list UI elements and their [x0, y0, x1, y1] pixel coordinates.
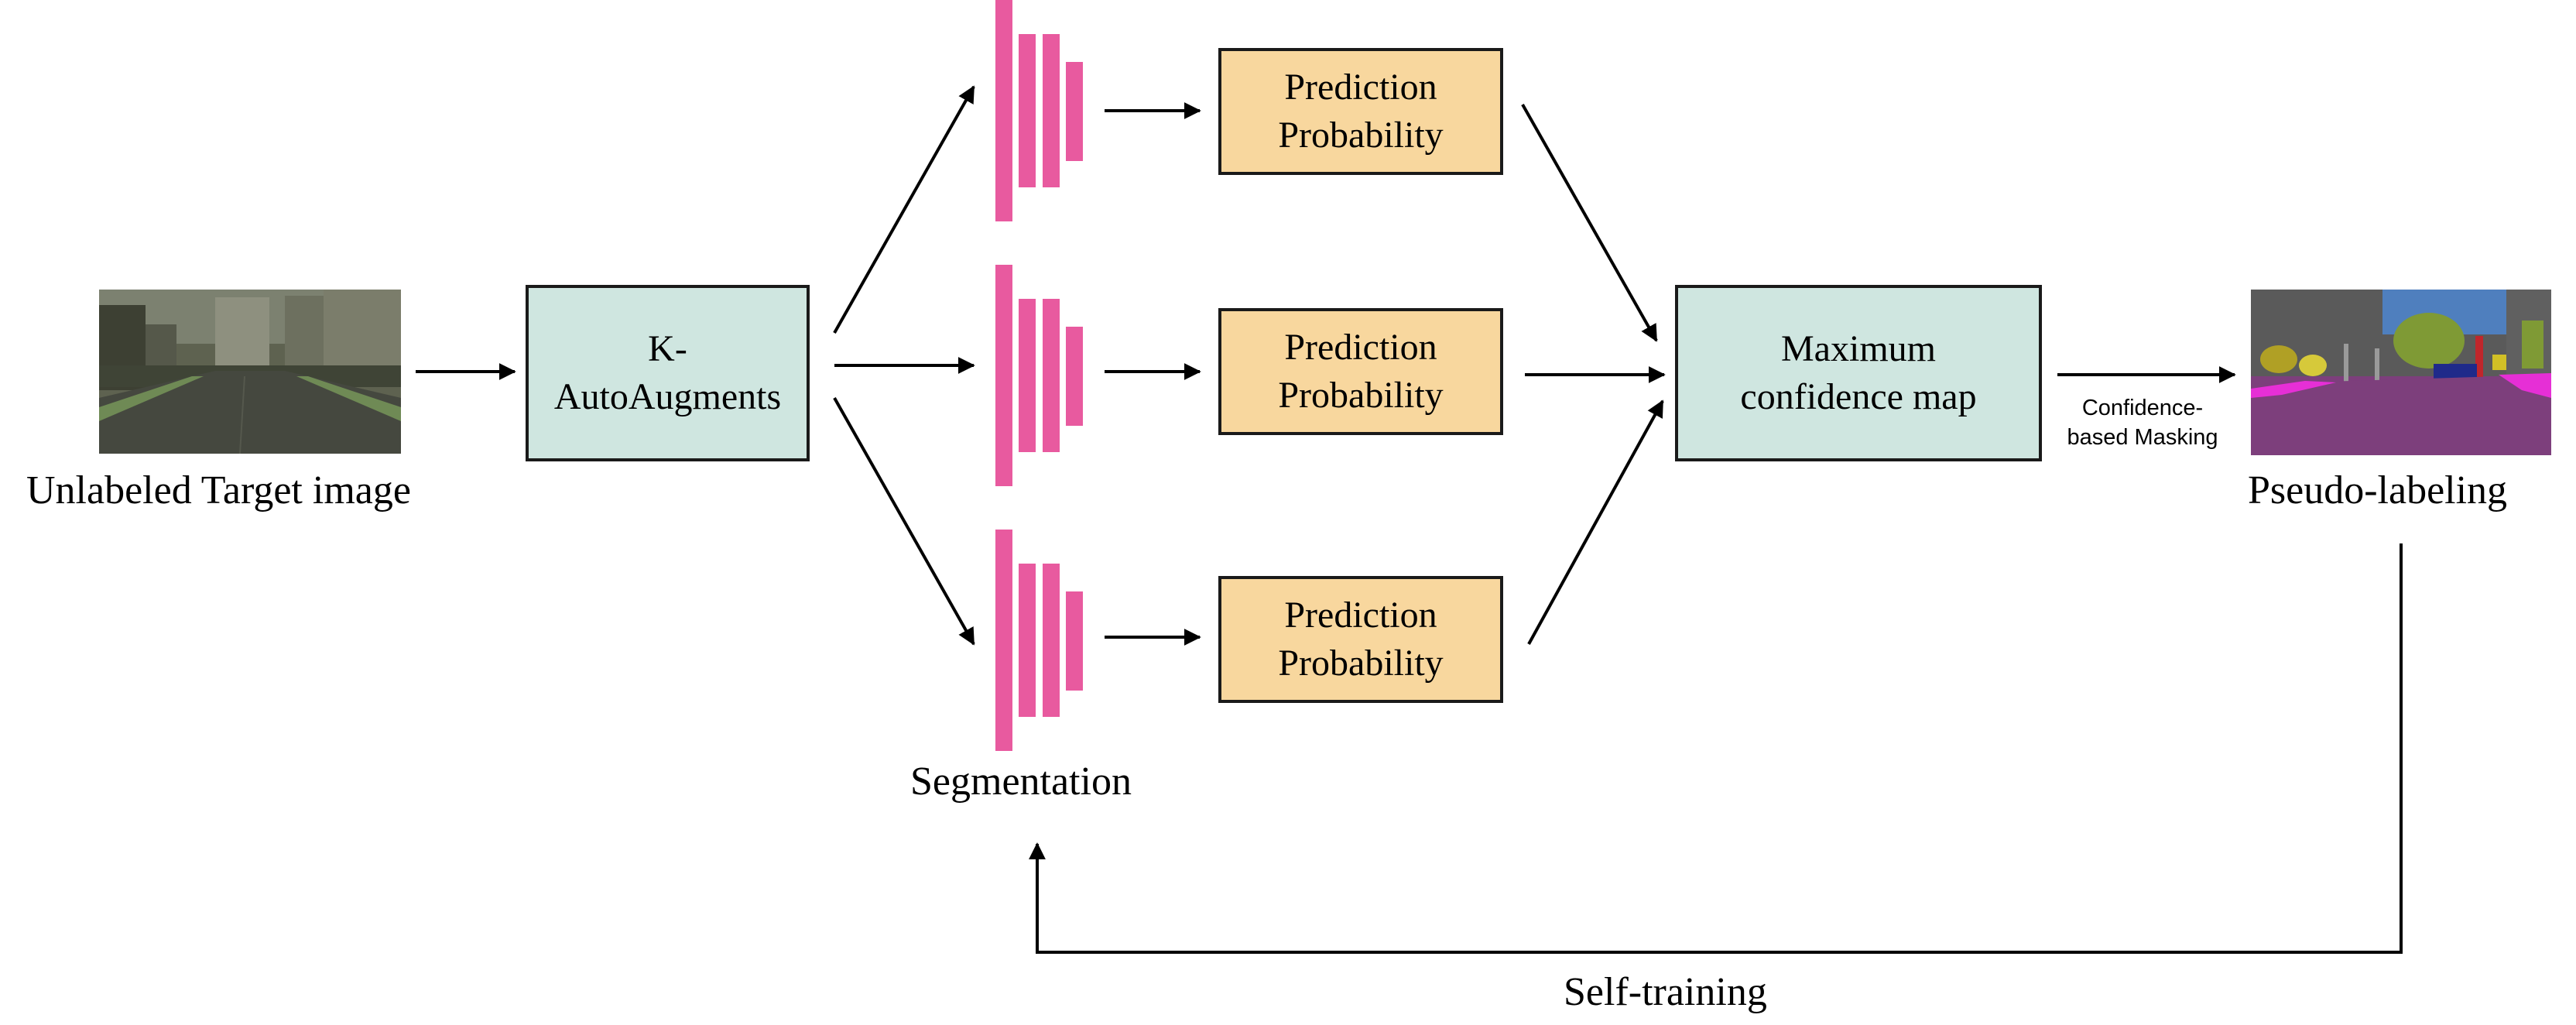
confidence-masking-label: Confidence- based Masking: [2051, 393, 2234, 452]
segmentation-layer-bar: [1043, 299, 1060, 452]
prediction-probability-box-bottom: Prediction Probability: [1218, 576, 1503, 703]
prediction-line2: Probability: [1278, 643, 1444, 684]
self-training-caption: Self-training: [1564, 970, 1767, 1014]
masking-line1: Confidence-: [2081, 396, 2204, 420]
self-training-feedback-arrow: [1029, 543, 2403, 954]
prediction-line2: Probability: [1278, 115, 1444, 156]
segmentation-layer-bar: [995, 530, 1012, 751]
segmentation-layer-bar: [1043, 34, 1060, 187]
segmentation-layer-bar: [1066, 62, 1083, 161]
input-caption: Unlabeled Target image: [26, 468, 411, 512]
prediction-line1: Prediction: [1284, 595, 1437, 636]
prediction-probability-box-middle: Prediction Probability: [1218, 308, 1503, 435]
pseudo-label-map: [2251, 290, 2551, 455]
arrow-pred-top-to-maxconf: [1521, 104, 1658, 342]
segmentation-layer-bar: [1066, 591, 1083, 691]
max-conf-line2: confidence map: [1740, 376, 1977, 417]
segmentation-layer-bar: [995, 0, 1012, 221]
prediction-probability-box-top: Prediction Probability: [1218, 48, 1503, 175]
masking-line2: based Masking: [2067, 425, 2218, 450]
segmentation-layer-bar: [1019, 34, 1036, 187]
maximum-confidence-map-box: Maximum confidence map: [1675, 285, 2042, 461]
segmentation-layer-bar: [1019, 564, 1036, 717]
arrow-pred-bottom-to-maxconf: [1527, 399, 1664, 645]
k-autoaugments-box: K- AutoAugments: [526, 285, 810, 461]
prediction-line2: Probability: [1278, 375, 1444, 416]
prediction-line1: Prediction: [1284, 67, 1437, 108]
segmentation-layer-bar: [1043, 564, 1060, 717]
max-conf-line1: Maximum: [1781, 328, 1936, 369]
arrow-augment-to-seg-bottom: [833, 397, 975, 646]
segmentation-caption: Segmentation: [910, 759, 1132, 804]
output-caption: Pseudo-labeling: [2248, 468, 2508, 512]
segmentation-layer-bar: [1019, 299, 1036, 452]
arrow-augment-to-seg-top: [833, 85, 975, 334]
segmentation-layer-bar: [995, 265, 1012, 486]
prediction-line1: Prediction: [1284, 327, 1437, 368]
k-autoaugments-line1: K-: [648, 328, 687, 369]
segmentation-layer-bar: [1066, 327, 1083, 426]
unlabeled-target-image: [99, 290, 401, 454]
k-autoaugments-line2: AutoAugments: [553, 376, 782, 417]
